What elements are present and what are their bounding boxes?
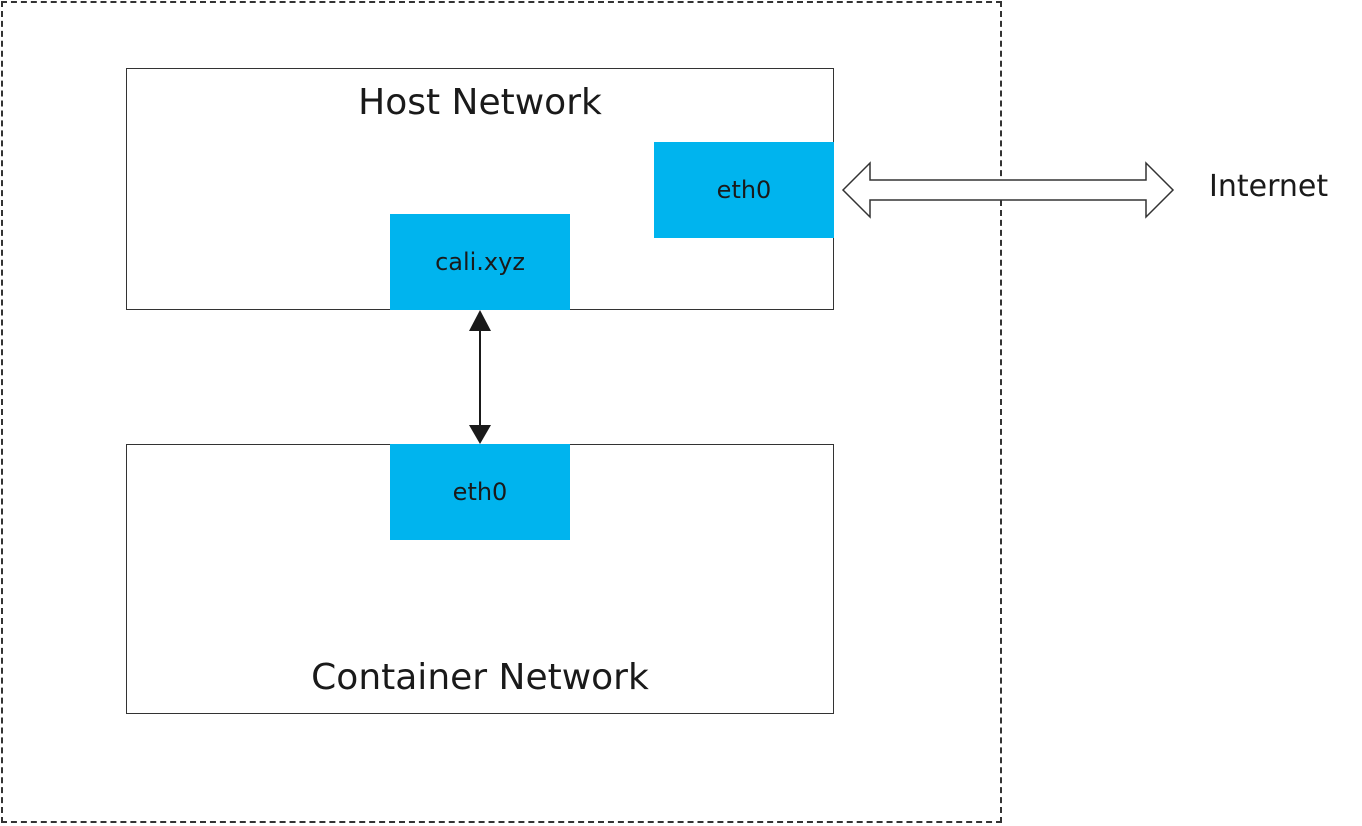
- internet-label: Internet: [1209, 169, 1329, 204]
- host-network-title: Host Network: [358, 82, 602, 123]
- cali-interface: cali.xyz: [390, 214, 570, 310]
- host-eth0-interface: eth0: [654, 142, 834, 238]
- container-network-title: Container Network: [311, 657, 649, 698]
- container-eth0-label: eth0: [452, 478, 508, 506]
- cali-label: cali.xyz: [435, 248, 525, 276]
- container-eth0-interface: eth0: [390, 444, 570, 540]
- node-boundary: [1, 1, 1002, 823]
- host-eth0-label: eth0: [716, 176, 772, 204]
